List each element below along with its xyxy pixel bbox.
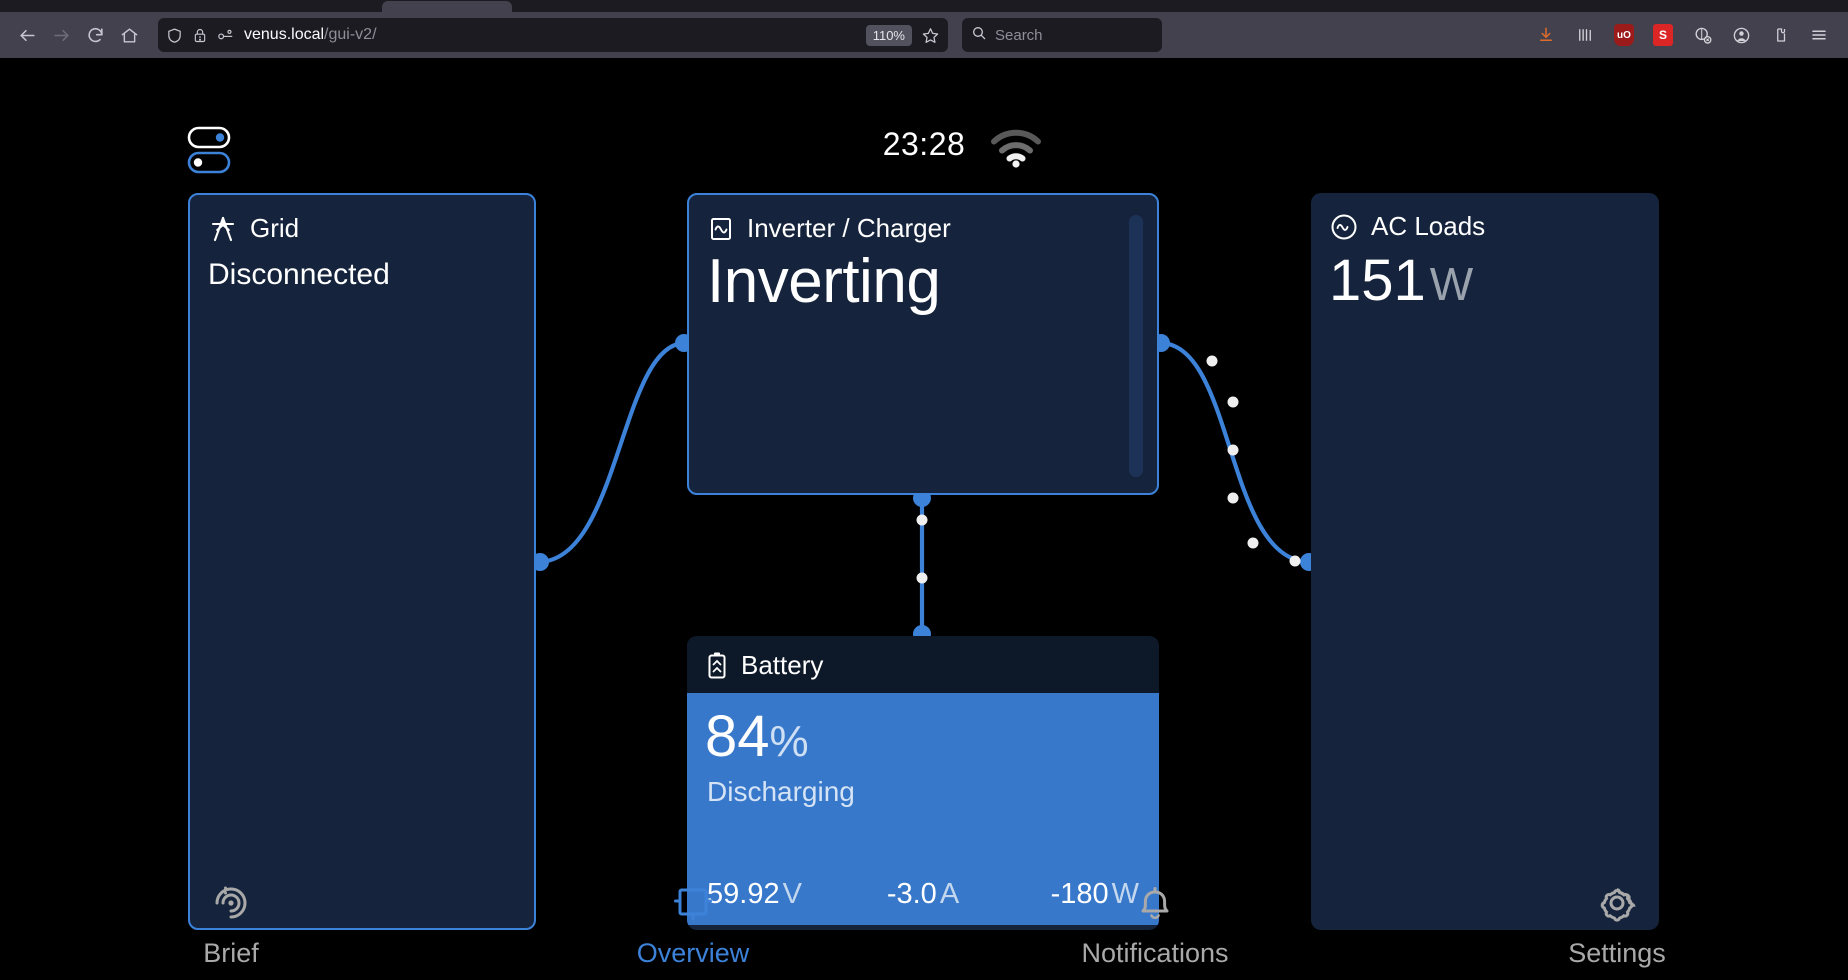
extension-blocked-icon[interactable] [1689, 22, 1715, 48]
browser-tab[interactable] [382, 1, 512, 14]
battery-voltage-unit: V [782, 878, 802, 910]
grid-tower-icon [208, 214, 238, 244]
library-icon[interactable] [1572, 22, 1598, 48]
nav-item-settings[interactable]: Settings [1386, 881, 1848, 969]
shield-icon[interactable] [166, 27, 183, 44]
ublock-label: uO [1617, 29, 1631, 41]
ac-loads-card-header: AC Loads [1311, 193, 1659, 242]
bottom-navigation: Brief Overview Notification [0, 870, 1848, 980]
nav-item-brief[interactable]: Brief [0, 881, 462, 969]
battery-icon [705, 651, 729, 681]
ac-loads-value-row: 151W [1311, 242, 1659, 315]
battery-card-header: Battery [687, 636, 1159, 693]
app-status-bar: 23:28 [0, 58, 1848, 174]
grid-card[interactable]: Grid Disconnected [188, 193, 536, 930]
chrome-toolbar-icons: uO S [1533, 22, 1838, 48]
battery-power-value: -180 [1050, 878, 1109, 910]
inverter-card-header: Inverter / Charger [689, 195, 1157, 244]
search-input[interactable]: Search [962, 18, 1162, 52]
toggles-menu-icon[interactable] [186, 124, 232, 181]
search-placeholder: Search [995, 26, 1043, 44]
grid-status: Disconnected [208, 258, 390, 291]
battery-state: Discharging [707, 776, 855, 807]
reload-button[interactable] [78, 18, 112, 52]
nav-item-overview[interactable]: Overview [462, 881, 924, 969]
zoom-level-badge[interactable]: 110% [865, 24, 912, 46]
ac-loads-card-title: AC Loads [1371, 211, 1486, 241]
battery-current-value: -3.0 [886, 878, 937, 910]
url-bar[interactable]: venus.local/gui-v2/ 110% [158, 18, 948, 52]
ublock-origin-icon[interactable]: uO [1611, 22, 1637, 48]
battery-current-unit: A [939, 878, 960, 910]
bell-icon [1133, 881, 1177, 930]
star-icon[interactable] [921, 26, 940, 45]
overview-box-icon [671, 881, 715, 930]
app-menu-icon[interactable] [1806, 22, 1832, 48]
url-host: venus.local [244, 26, 325, 43]
inverter-card[interactable]: Inverter / Charger Inverting [687, 193, 1159, 495]
extension-s-icon[interactable]: S [1650, 22, 1676, 48]
inverter-limit-slider[interactable] [1129, 215, 1143, 477]
back-button[interactable] [10, 18, 44, 52]
extension-s-label: S [1658, 28, 1667, 42]
status-clock: 23:28 [882, 126, 966, 162]
venus-os-app: 23:28 [0, 58, 1848, 980]
inverter-card-title: Inverter / Charger [747, 213, 951, 243]
battery-power-unit: W [1111, 878, 1139, 910]
downloads-icon[interactable] [1533, 22, 1559, 48]
url-text: venus.local/gui-v2/ [244, 26, 377, 44]
nav-label-settings: Settings [1568, 938, 1666, 968]
tracking-protection-icon[interactable] [217, 28, 235, 42]
extensions-icon[interactable] [1767, 22, 1793, 48]
grid-card-title: Grid [250, 213, 300, 243]
brief-spiral-icon [209, 881, 253, 930]
ac-loads-value: 151 [1329, 248, 1426, 313]
browser-navbar: venus.local/gui-v2/ 110% Search uO [0, 12, 1848, 58]
inverter-icon [707, 215, 735, 243]
inverter-state: Inverting [707, 247, 941, 316]
url-path: /gui-v2/ [324, 26, 377, 43]
home-button[interactable] [112, 18, 146, 52]
nav-label-overview: Overview [636, 938, 750, 968]
battery-soc-value: 84 [705, 704, 770, 769]
battery-soc-row: 84% [687, 693, 1159, 770]
battery-soc-unit: % [769, 717, 809, 766]
battery-voltage-value: 59.92 [707, 878, 780, 910]
ac-loads-icon [1329, 212, 1359, 242]
battery-card-title: Battery [741, 650, 824, 680]
search-icon [971, 25, 987, 46]
account-icon[interactable] [1728, 22, 1754, 48]
browser-chrome: venus.local/gui-v2/ 110% Search uO [0, 0, 1848, 58]
gear-icon [1595, 881, 1639, 930]
nav-label-brief: Brief [203, 938, 259, 968]
tab-strip [0, 0, 1848, 14]
grid-card-header: Grid [190, 195, 534, 244]
forward-button[interactable] [44, 18, 78, 52]
lock-warning-icon[interactable] [192, 27, 208, 44]
nav-item-notifications[interactable]: Notifications [924, 881, 1386, 969]
nav-label-notifications: Notifications [1081, 938, 1229, 968]
ac-loads-card[interactable]: AC Loads 151W [1311, 193, 1659, 930]
wifi-icon[interactable] [988, 126, 1044, 173]
ac-loads-unit: W [1429, 258, 1474, 310]
